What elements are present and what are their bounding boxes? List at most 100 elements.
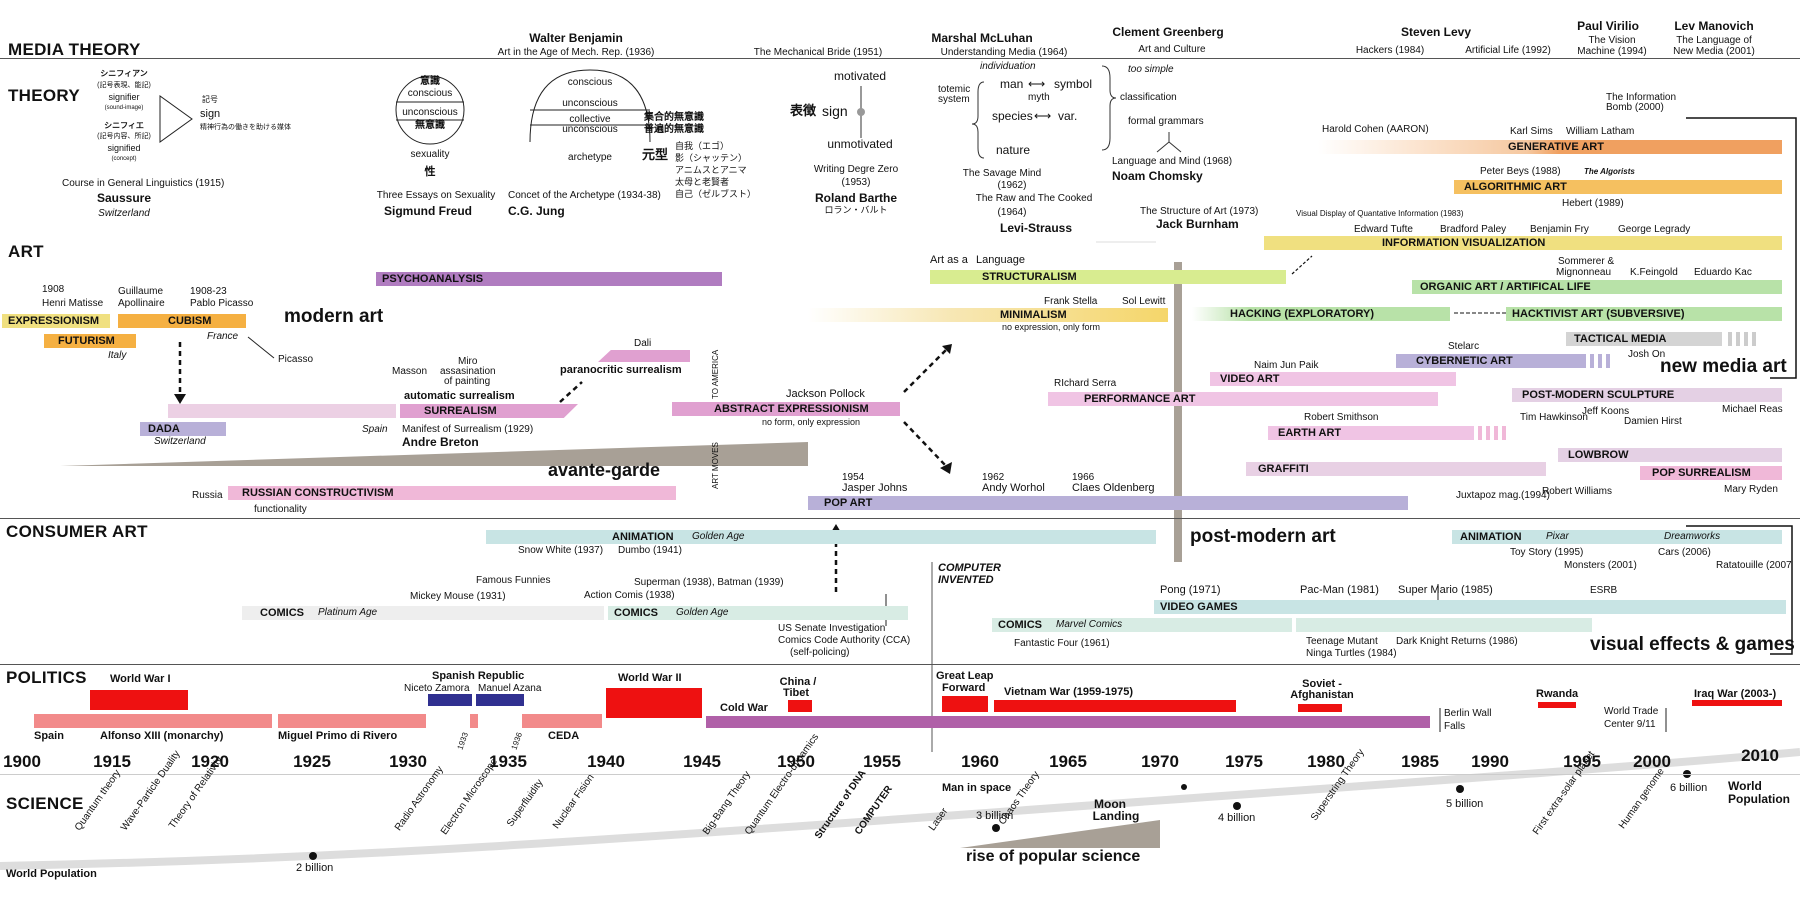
moon-landing-label: Moon xyxy=(1094,797,1126,811)
marvel-label: Marvel Comics xyxy=(1056,619,1123,630)
consumer-note: Comics Code Authority (CCA) xyxy=(778,635,911,646)
section-science: SCIENCE xyxy=(6,794,84,813)
golden-age-label: Golden Age xyxy=(692,531,745,542)
art-note: Manifest of Surrealism (1929) xyxy=(402,424,534,435)
signifier-sub: (sound-image) xyxy=(104,105,144,111)
population-label: 6 billion xyxy=(1670,782,1708,794)
theorist-work: Artificial Life (1992) xyxy=(1465,45,1551,56)
art-note: of painting xyxy=(444,376,491,387)
art-note: Spain xyxy=(362,424,388,435)
comics-golden-bar: COMICS xyxy=(608,606,908,620)
art-note: Karl Sims xyxy=(1510,126,1553,137)
art-note: no form, only expression xyxy=(762,417,861,427)
ceda-bar xyxy=(522,714,602,728)
saussure-jp: シニフィエ xyxy=(104,121,144,130)
tibet-bar xyxy=(788,700,812,712)
saussure-jp-sub: (記号表現、能記) xyxy=(97,82,151,89)
organic-art-bar: ORGANIC ART / ARTIFICAL LIFE xyxy=(1412,280,1782,294)
politics-label: Spanish Republic xyxy=(432,670,525,682)
population-label: 5 billion xyxy=(1446,798,1484,810)
art-note: Language xyxy=(976,254,1025,266)
politics-label: Great Leap xyxy=(936,670,994,682)
year-label: 1935 xyxy=(489,752,527,771)
glf-bar xyxy=(942,696,988,712)
signifier-label: signifier xyxy=(108,92,140,102)
art-note: France xyxy=(207,331,239,342)
politics-label: Vietnam War (1959-1975) xyxy=(1004,686,1134,698)
year-label: 1980 xyxy=(1307,752,1345,771)
freud-sexuality: sexuality xyxy=(410,149,450,160)
computer-invented-label: COMPUTER INVENTED xyxy=(938,562,1001,587)
avante-garde-label: avante-garde xyxy=(548,460,661,480)
year-label: 1995 xyxy=(1563,752,1601,771)
year-label: 1915 xyxy=(93,752,131,771)
year-label: 1945 xyxy=(683,752,721,771)
art-note: Henri Matisse xyxy=(42,298,104,309)
consumer-note: Ninga Turtles (1984) xyxy=(1306,648,1397,659)
art-note: Bradford Paley xyxy=(1440,224,1507,235)
signified-sub: (concept) xyxy=(111,156,137,162)
art-note: Hebert (1989) xyxy=(1562,198,1624,209)
theorist-work: The Mechanical Bride (1951) xyxy=(753,47,883,58)
saussure-book: Course in General Linguistics (1915) xyxy=(62,178,225,189)
consumer-note: Pac-Man (1981) xyxy=(1300,584,1379,596)
politics-label: Center 9/11 xyxy=(1604,719,1656,730)
jung-conscious: conscious xyxy=(567,77,613,88)
section-consumer-art: CONSUMER ART xyxy=(6,522,148,541)
art-note: Andy Worhol xyxy=(982,482,1045,494)
to-america-label: TO AMERICA xyxy=(711,349,720,399)
freud-conscious: conscious xyxy=(407,88,453,99)
art-note: Claes Oldenberg xyxy=(1072,482,1155,494)
politics-label: Berlin Wall xyxy=(1444,708,1492,719)
art-note: Benjamin Fry xyxy=(1530,224,1589,235)
theorist-name: Steven Levy xyxy=(1400,25,1472,39)
year-label: 1950 xyxy=(777,752,815,771)
structuralism-bar: STRUCTURALISM xyxy=(930,270,1286,284)
consumer-note: Mickey Mouse (1931) xyxy=(410,591,506,602)
cybernetic-art-bar: CYBERNETIC ART xyxy=(1396,354,1586,368)
art-note: K.Feingold xyxy=(1630,267,1678,278)
divider-politics xyxy=(0,664,1800,665)
freud-jp: 意識 xyxy=(420,76,440,87)
levi-arrow: ⟷ xyxy=(1028,77,1046,91)
art-note: Picasso xyxy=(278,354,314,365)
hacktivist-art-bar: HACKTIVIST ART (SUBVERSIVE) xyxy=(1506,307,1782,321)
ww1-bar xyxy=(90,690,188,710)
jung-archetype: archetype xyxy=(568,152,612,163)
theorist-work: Hackers (1984) xyxy=(1355,45,1425,56)
politics-label: Iraq War (2003-) xyxy=(1694,688,1777,700)
theorist-name: Clement Greenberg xyxy=(1112,25,1224,39)
politics-label: Miguel Primo di Rivero xyxy=(278,730,398,742)
levi-myth: myth xyxy=(1028,92,1050,103)
art-note: Stelarc xyxy=(1448,341,1480,352)
y1933-bar xyxy=(470,714,478,728)
art-note: Jackson Pollock xyxy=(786,388,865,400)
politics-label: Alfonso XIII (monarchy) xyxy=(100,730,224,742)
art-note: William Latham xyxy=(1566,126,1635,137)
futurism-bar: FUTURISM xyxy=(44,334,136,348)
jung-unconscious: unconscious xyxy=(562,98,618,109)
cold-war-bar xyxy=(706,716,1430,728)
video-art-bar: VIDEO ART xyxy=(1210,372,1456,386)
barthes-jp-name: ロラン・バルト xyxy=(824,205,888,215)
freud-name: Sigmund Freud xyxy=(384,204,472,218)
levi-symbol: symbol xyxy=(1054,77,1093,91)
art-note: Mignonneau xyxy=(1556,267,1612,278)
vietnam-bar xyxy=(994,700,1236,712)
section-theory: THEORY xyxy=(8,86,81,105)
abstract-expressionism-bar: ABSTRACT EXPRESSIONISM xyxy=(672,402,900,416)
pop-surrealism-bar: POP SURREALISM xyxy=(1640,466,1782,480)
consumer-note: Monsters (2001) xyxy=(1564,560,1637,571)
art-note: functionality xyxy=(254,504,307,515)
jung-list: アニムスとアニマ xyxy=(675,165,747,175)
freud-unconscious: unconscious xyxy=(402,107,458,118)
year-label: 1920 xyxy=(191,752,229,771)
art-note: Jasper Johns xyxy=(842,482,908,494)
levi-name: Levi-Strauss xyxy=(999,221,1073,235)
art-note: Visual Display of Quantative Information… xyxy=(1296,209,1464,218)
section-art: ART xyxy=(8,242,44,261)
burnham-name: Jack Burnham xyxy=(1156,217,1239,231)
art-moves-label: ART MOVES xyxy=(711,442,720,489)
minimalism-bar: MINIMALISM xyxy=(808,308,1168,322)
